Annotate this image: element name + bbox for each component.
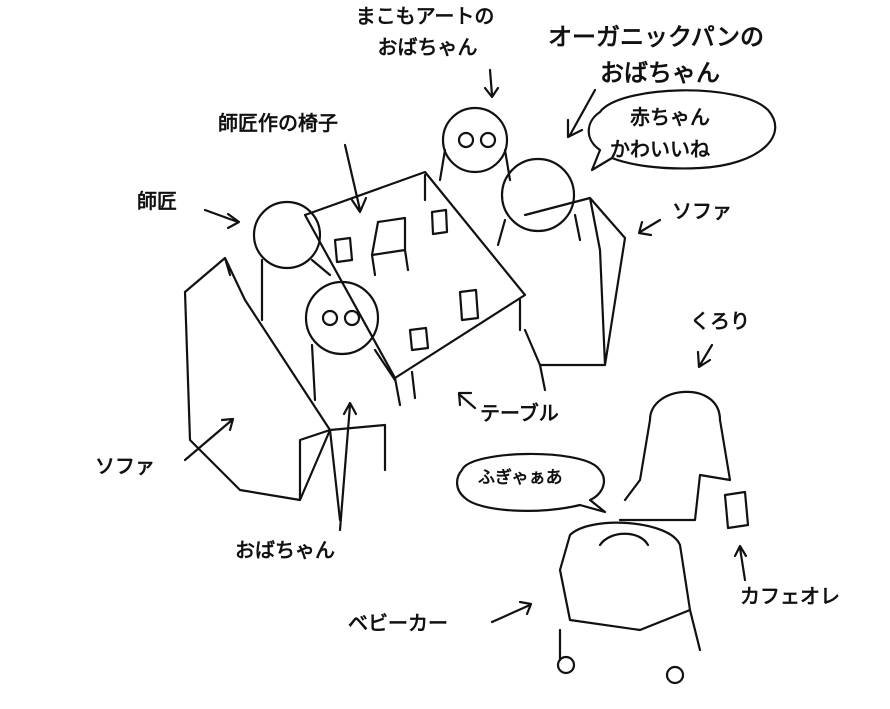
chair bbox=[370, 216, 410, 277]
arrow bbox=[203, 208, 241, 230]
bubble-text-baby-line1: 赤ちゃん bbox=[630, 105, 710, 129]
arrow bbox=[696, 343, 714, 369]
arrow bbox=[338, 401, 358, 532]
cup bbox=[458, 288, 480, 322]
arrow bbox=[490, 600, 533, 624]
arrow bbox=[483, 68, 500, 99]
label-stroller: ベビーカー bbox=[348, 611, 448, 635]
arrow bbox=[566, 88, 597, 139]
cup bbox=[408, 326, 430, 352]
master-figure bbox=[252, 200, 332, 322]
arrow bbox=[457, 391, 477, 410]
label-master: 師匠 bbox=[137, 189, 177, 213]
speech-bubble-baby-cute bbox=[587, 89, 777, 172]
bubble-text-baby-cry: ふぎゃぁあ bbox=[478, 468, 563, 488]
sofa-right bbox=[523, 196, 627, 392]
table bbox=[303, 170, 527, 407]
label-cafe-au-lait: カフェオレ bbox=[740, 584, 840, 608]
cup bbox=[333, 236, 354, 264]
speech-bubble-baby-cry bbox=[456, 452, 607, 514]
makomo-figure bbox=[438, 106, 512, 182]
label-master-chair: 師匠作の椅子 bbox=[218, 111, 338, 135]
label-kurori: くろり bbox=[690, 309, 750, 333]
label-makomo-art-line2: おばちゃん bbox=[377, 35, 478, 59]
label-sofa-left: ソファ bbox=[95, 454, 155, 478]
obachan-figure bbox=[304, 280, 397, 522]
arrow bbox=[637, 218, 662, 237]
arrow bbox=[733, 544, 748, 582]
label-makomo-art-line1: まこもアートの bbox=[355, 4, 495, 28]
stroller bbox=[556, 521, 702, 685]
arrow bbox=[343, 143, 368, 214]
cafe-au-lait-can bbox=[723, 490, 750, 530]
organic-bread-figure bbox=[496, 157, 582, 247]
cup bbox=[430, 208, 449, 236]
label-sofa-right: ソファ bbox=[672, 199, 732, 223]
sofa-left bbox=[183, 256, 387, 502]
label-table: テーブル bbox=[480, 401, 559, 425]
label-organic-bread-line1: オーガニックパンの bbox=[548, 23, 764, 51]
label-obachan: おばちゃん bbox=[235, 538, 335, 562]
bubble-text-baby-line2: かわいいね bbox=[610, 137, 710, 161]
kurori-figure bbox=[618, 390, 732, 522]
arrow bbox=[183, 417, 235, 462]
label-organic-bread-line2: おばちゃん bbox=[600, 59, 720, 87]
